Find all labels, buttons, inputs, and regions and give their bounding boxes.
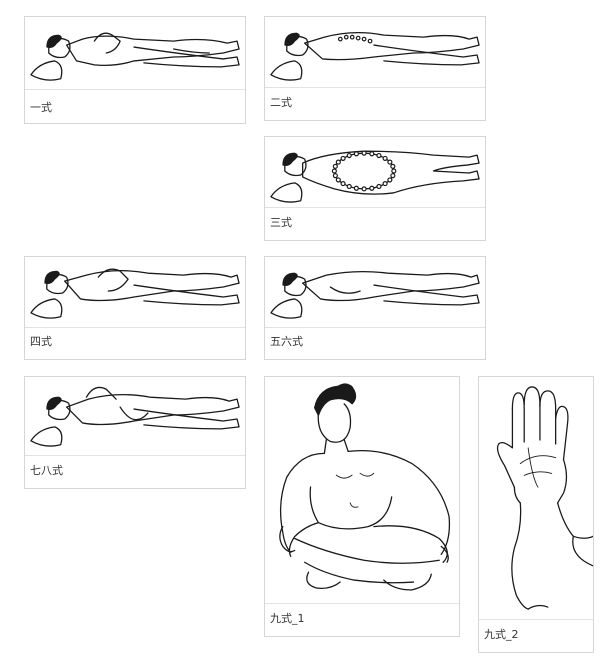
figure-image-6: [25, 377, 245, 456]
figure-caption-8: 九式_2: [484, 628, 519, 641]
figure-image-4: [25, 257, 245, 328]
figure-card-1: 一式: [24, 16, 246, 124]
bead: [335, 177, 341, 183]
figure-card-4: 四式: [24, 256, 246, 360]
bead: [376, 152, 382, 159]
figure-card-5: 五六式: [264, 256, 486, 360]
bead: [361, 186, 367, 192]
bead: [361, 150, 367, 156]
bead: [387, 177, 393, 183]
figure-card-3: 三式: [264, 136, 486, 241]
bead: [353, 185, 359, 191]
bead: [387, 159, 393, 165]
figure-caption-3: 三式: [270, 216, 292, 229]
figure-caption-7: 九式_1: [270, 612, 305, 625]
bead: [390, 173, 396, 179]
figure-image-7: [265, 377, 459, 604]
bead: [382, 181, 388, 187]
bead: [390, 163, 396, 169]
figure-image-5: [265, 257, 485, 328]
bead: [335, 159, 341, 165]
figure-caption-1: 一式: [30, 101, 52, 114]
figure-card-6: 七八式: [24, 376, 246, 489]
figure-image-8: [479, 377, 593, 620]
figure-caption-2: 二式: [270, 96, 292, 109]
bead: [346, 152, 352, 159]
bead: [382, 155, 388, 161]
bead: [332, 163, 338, 169]
bead: [353, 151, 359, 157]
figure-caption-5: 五六式: [270, 335, 303, 348]
bead: [332, 173, 338, 179]
figure-caption-4: 四式: [30, 335, 52, 348]
figure-image-3: [265, 137, 485, 208]
bead: [391, 168, 397, 174]
bead: [369, 185, 375, 191]
figure-card-8: 九式_2: [478, 376, 594, 653]
bead: [346, 183, 352, 190]
figure-caption-6: 七八式: [30, 464, 63, 477]
figure-card-7: 九式_1: [264, 376, 460, 637]
figure-card-2: 二式: [264, 16, 486, 121]
figure-image-2: [265, 17, 485, 88]
bead: [340, 181, 346, 187]
bead: [331, 168, 337, 174]
bead: [369, 151, 375, 157]
bead: [376, 183, 382, 190]
bead: [340, 155, 346, 161]
figure-image-1: [25, 17, 245, 90]
